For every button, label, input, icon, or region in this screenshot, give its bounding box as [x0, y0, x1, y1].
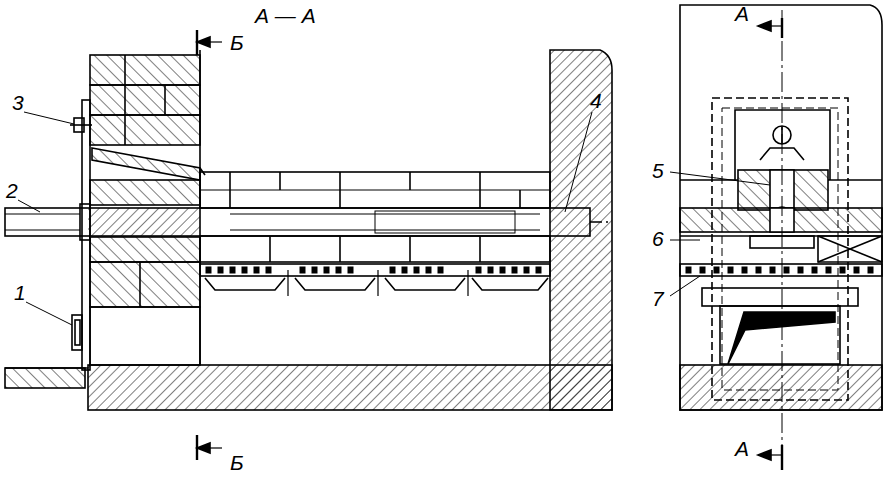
- section-letter: А: [735, 438, 749, 459]
- callout-number: 1: [14, 282, 26, 303]
- callout-number: 6: [652, 228, 664, 249]
- callout-number: 2: [6, 180, 18, 201]
- section-title: А — А: [255, 5, 316, 26]
- section-letter: Б: [230, 452, 244, 473]
- section-letter: Б: [230, 32, 244, 53]
- callout-number: 7: [652, 288, 664, 309]
- callout-number: 5: [652, 160, 664, 181]
- section-letter: А: [735, 3, 749, 24]
- callout-number: 3: [12, 92, 24, 113]
- callout-number: 4: [590, 90, 602, 111]
